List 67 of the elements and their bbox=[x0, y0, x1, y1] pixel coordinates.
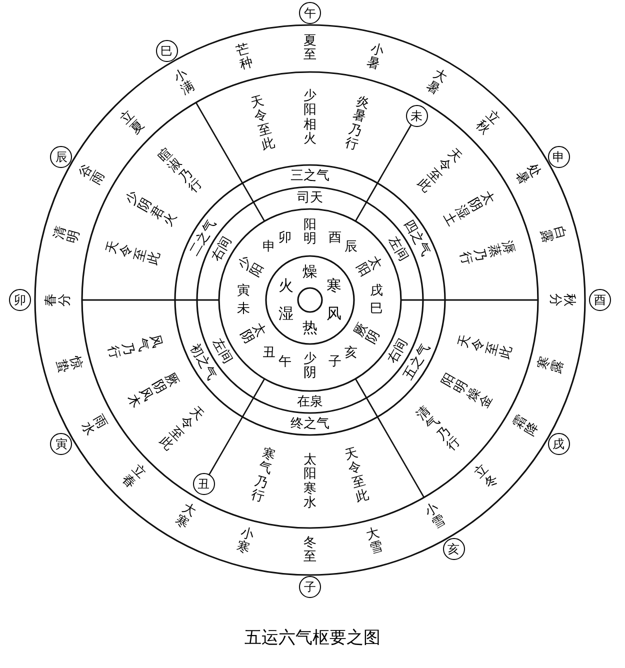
text-column: 芒种 bbox=[235, 42, 255, 74]
ring-label: 火 bbox=[278, 278, 294, 294]
text-column: 太阳 bbox=[352, 254, 384, 280]
text-column: 立夏 bbox=[118, 108, 148, 138]
text-column: 秋分 bbox=[546, 294, 576, 306]
text-column: 少阳相火 bbox=[304, 89, 316, 147]
text-column: 溽蒸乃行 bbox=[456, 239, 516, 267]
text-column: 天令至此 bbox=[343, 446, 371, 506]
text-column: 小暑 bbox=[364, 42, 385, 74]
text-column: 厥阴 bbox=[352, 320, 384, 346]
ring-label: 丑 bbox=[262, 346, 276, 360]
ring-label: 申 bbox=[262, 240, 276, 254]
text-column: 白露 bbox=[536, 225, 568, 245]
text-column: 寒露 bbox=[536, 354, 568, 375]
text-column: 大暑 bbox=[422, 67, 448, 98]
ring-label: 子 bbox=[328, 356, 342, 369]
text-column: 炎暑乃行 bbox=[343, 94, 371, 154]
text-column: 清明 bbox=[52, 225, 84, 245]
text-column: 大雪 bbox=[364, 526, 385, 558]
text-column: 天令至此 bbox=[104, 239, 164, 267]
text-column: 小寒 bbox=[235, 526, 255, 558]
ring-label: 卯 bbox=[278, 231, 292, 244]
text-column: 雨水 bbox=[77, 412, 108, 438]
ring-label: 三之气 bbox=[290, 170, 330, 182]
ring-label: 湿 bbox=[278, 306, 294, 322]
ring-label: 戌 bbox=[370, 284, 383, 298]
diagram-title: 五运六气枢要之图 bbox=[244, 627, 382, 650]
text-column: 处暑 bbox=[512, 162, 543, 188]
text-column: 惊蛰 bbox=[52, 354, 84, 375]
text-column: 立秋 bbox=[472, 108, 502, 138]
text-column: 大寒 bbox=[172, 502, 198, 533]
text-column: 天令至此 bbox=[249, 94, 277, 154]
text-column: 立春 bbox=[118, 462, 148, 492]
text-column: 小雪 bbox=[422, 502, 448, 533]
ring-label: 巳 bbox=[370, 302, 383, 316]
ring-label: 左间 bbox=[210, 336, 234, 366]
text-column: 夏至 bbox=[304, 34, 316, 64]
text-column: 天令至此 bbox=[456, 333, 516, 361]
text-column: 少阳 bbox=[236, 254, 268, 280]
text-column: 冬至 bbox=[304, 536, 316, 566]
ring-label: 司天 bbox=[297, 192, 323, 204]
text-column: 少阴 bbox=[304, 352, 316, 382]
ring-label: 左间 bbox=[386, 234, 410, 264]
text-column: 霜降 bbox=[512, 412, 543, 438]
ring-label: 热 bbox=[302, 320, 318, 336]
text-column: 太阴 bbox=[236, 320, 268, 346]
text-column: 谷雨 bbox=[77, 162, 108, 188]
ring-label: 辰 bbox=[344, 240, 358, 254]
ring-label: 风 bbox=[326, 306, 342, 322]
ring-label: 终之气 bbox=[290, 418, 330, 430]
ring-label: 右间 bbox=[210, 234, 234, 264]
ring-label: 燥 bbox=[302, 264, 318, 280]
ring-label: 寒 bbox=[326, 278, 342, 294]
ring-label: 亥 bbox=[344, 346, 358, 360]
text-column: 风气乃行 bbox=[104, 333, 164, 361]
ring-label: 午 bbox=[278, 356, 292, 369]
text-column: 寒气乃行 bbox=[249, 446, 277, 506]
text-column: 立冬 bbox=[472, 462, 502, 492]
text-column: 阳明 bbox=[304, 218, 316, 248]
ring-label: 在泉 bbox=[297, 396, 323, 408]
text-column: 春分 bbox=[44, 294, 74, 306]
ring-label: 未 bbox=[237, 302, 250, 316]
text-column: 太阳寒水 bbox=[304, 453, 316, 511]
ring-label: 右间 bbox=[386, 336, 410, 366]
ring-label: 寅 bbox=[237, 284, 250, 298]
ring-label: 酉 bbox=[328, 231, 342, 244]
text-column: 小满 bbox=[172, 67, 198, 98]
